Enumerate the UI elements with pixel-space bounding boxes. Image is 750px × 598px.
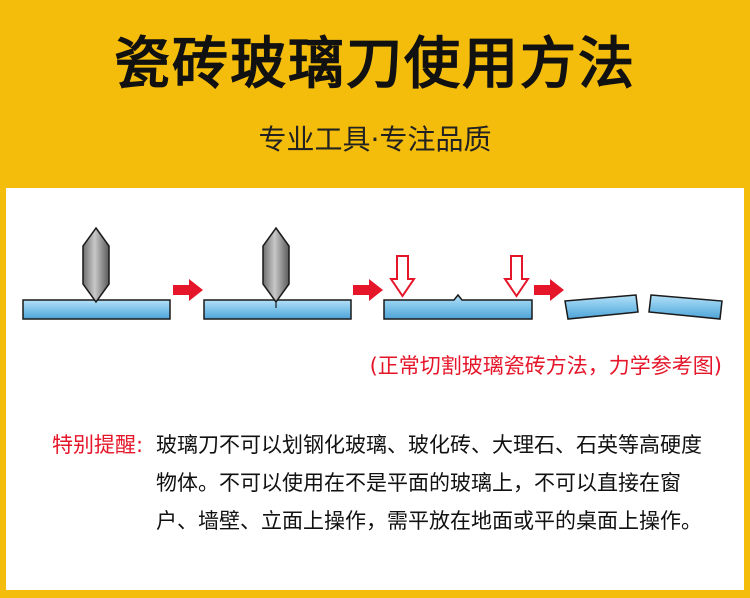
- content-panel: (正常切割玻璃瓷砖方法，力学参考图) 特别提醒: 玻璃刀不可以划钢化玻璃、玻化砖…: [6, 188, 744, 590]
- glass-plate: [22, 299, 171, 320]
- step-4-glass-broken: [564, 294, 723, 320]
- glass-piece: [564, 294, 639, 320]
- arrow-right-icon: [173, 279, 203, 301]
- step-3-press-down: [383, 255, 533, 320]
- step-1-glass-with-blade: [22, 226, 171, 320]
- arrow-right-icon: [534, 279, 564, 301]
- arrow-down-outline-icon: [503, 255, 530, 298]
- step-2-glass-scored: [203, 226, 352, 320]
- notice-label: 特别提醒:: [52, 433, 144, 457]
- glass-plate: [203, 299, 352, 320]
- special-notice: 特别提醒: 玻璃刀不可以划钢化玻璃、玻化砖、大理石、石英等高硬度物体。不可以使用…: [52, 426, 712, 540]
- arrow-right-icon: [353, 279, 383, 301]
- diagram-caption: (正常切割玻璃瓷砖方法，力学参考图): [369, 354, 722, 378]
- notice-text: 玻璃刀不可以划钢化玻璃、玻化砖、大理石、石英等高硬度物体。不可以使用在不是平面的…: [156, 433, 702, 533]
- page-subtitle: 专业工具·专注品质: [258, 123, 492, 156]
- cutter-blade-icon: [82, 226, 110, 304]
- arrow-down-outline-icon: [389, 255, 416, 298]
- glass-piece: [648, 294, 723, 320]
- cutting-diagram: [22, 226, 723, 320]
- cutter-blade-icon: [262, 226, 290, 304]
- glass-plate: [383, 293, 533, 320]
- page-title: 瓷砖玻璃刀使用方法: [114, 32, 636, 97]
